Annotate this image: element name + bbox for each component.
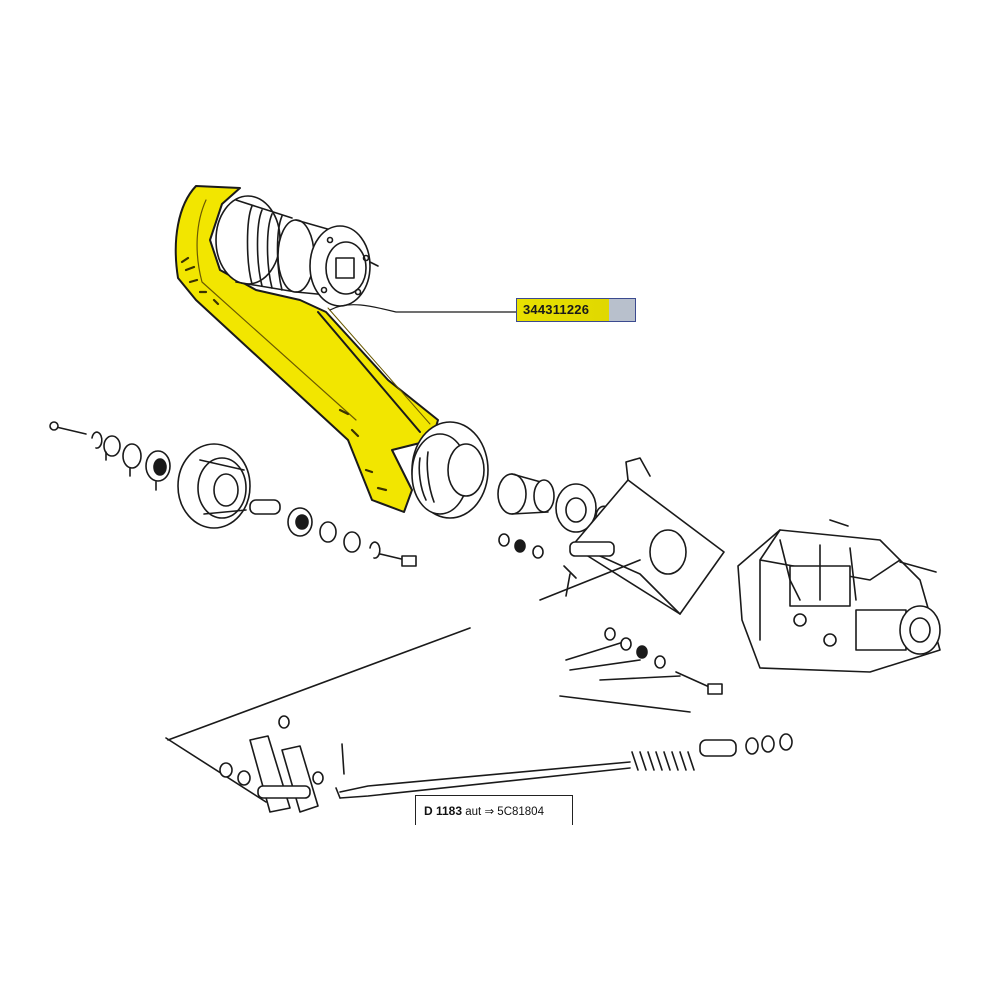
arrow-icon: ⇒ [484,806,495,818]
hydraulic-pump [737,519,941,673]
idler-pulley-assembly [49,421,417,567]
mounting-bracket [539,457,725,615]
part-number-callout[interactable]: 344311226 [516,298,636,322]
drive-belt[interactable] [174,185,439,513]
variant-suffix: aut [465,806,482,818]
control-linkage [165,627,471,813]
upper-drive-pulley [215,195,379,307]
bearing-shaft-assembly [497,473,613,597]
variant-prefix: D 1183 [424,804,463,818]
replacement-code: 5C81804 [497,806,544,818]
lower-belt-pulley [411,421,489,519]
variant-note: D 1183 aut ⇒ 5C81804 [415,795,573,825]
control-rod-with-spring [335,733,793,799]
bolt-washer-set [559,627,723,713]
